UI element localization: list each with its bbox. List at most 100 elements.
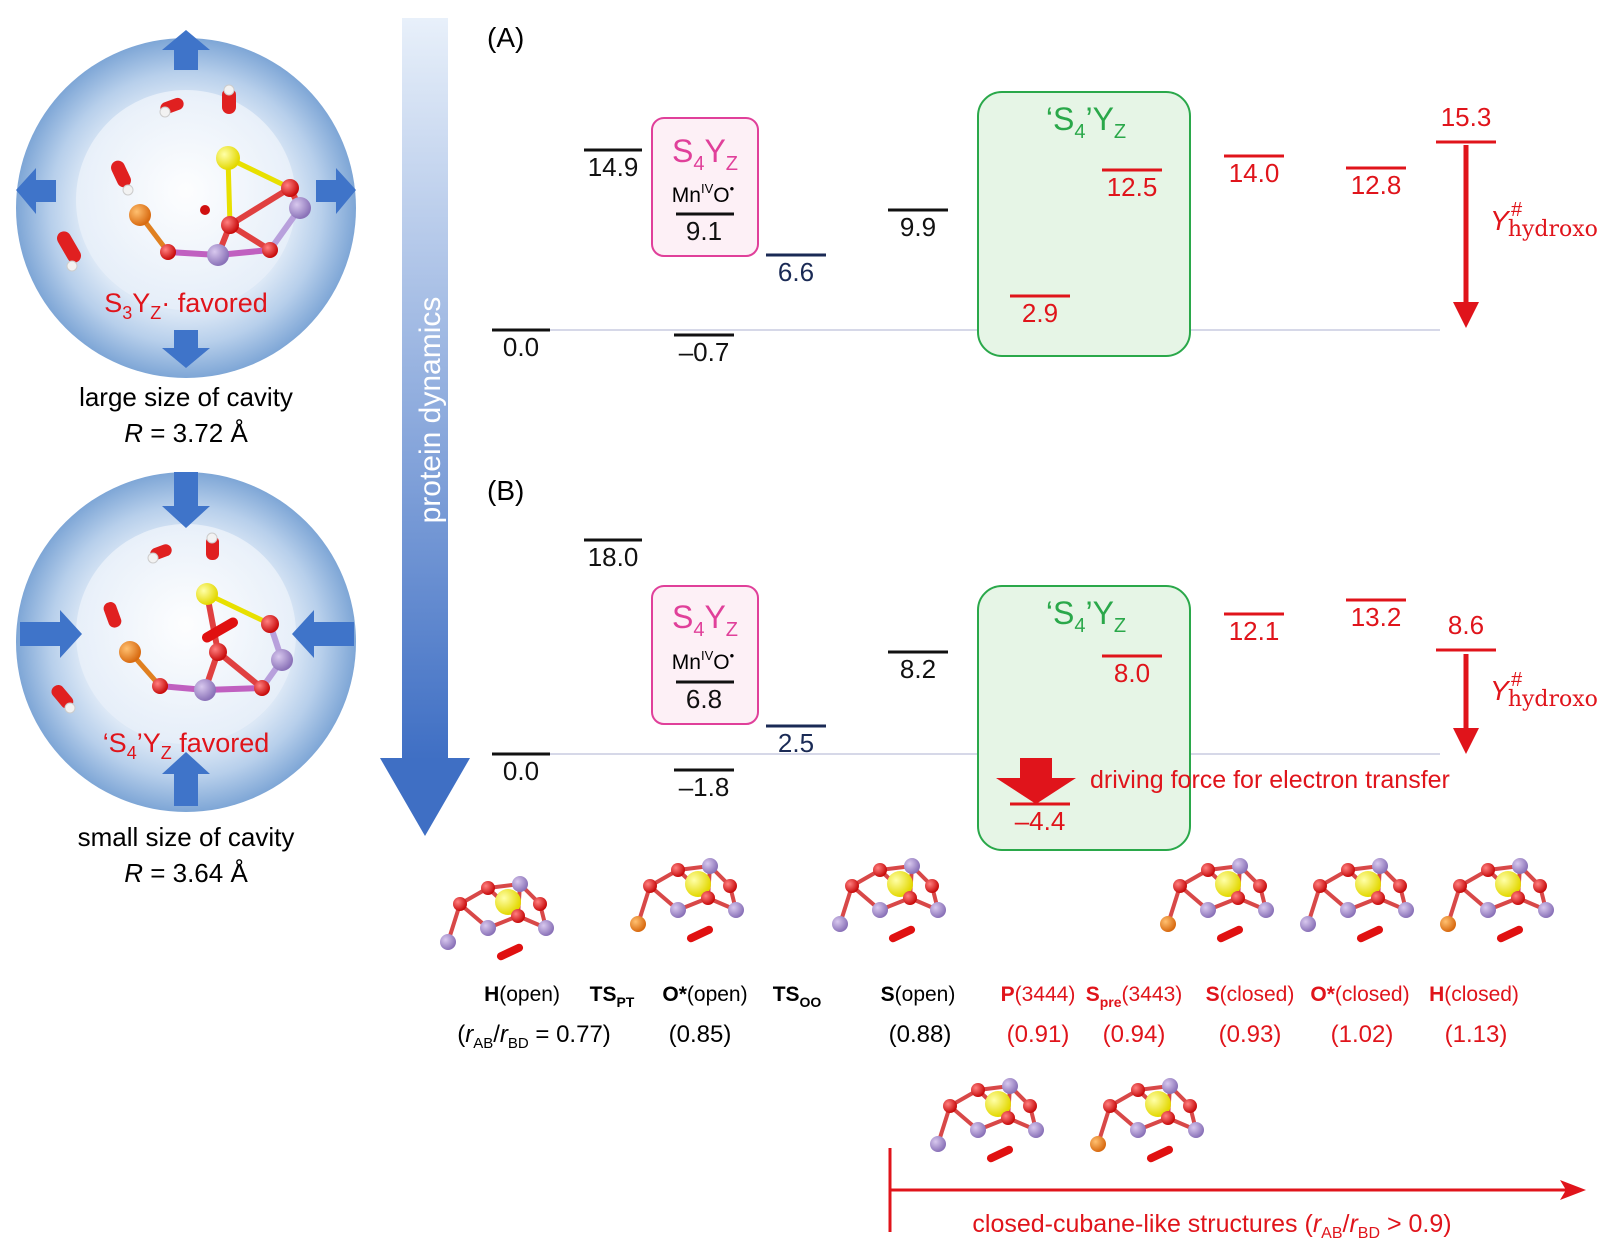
state-s-open: S(open) — [881, 983, 956, 1006]
pa-gy: ’Y — [1085, 101, 1113, 137]
label-part: ‘S — [103, 728, 127, 758]
energy-value-mniv: 6.8 — [686, 684, 722, 714]
label-part: 3 — [122, 303, 132, 323]
ratio-open-paren: ( — [457, 1021, 465, 1048]
energy-value-s_open: 8.2 — [900, 654, 936, 684]
state-p-name: P — [1001, 983, 1015, 1006]
cl-suffix: > 0.9) — [1380, 1210, 1452, 1238]
state-o-open-name: O* — [662, 983, 687, 1006]
energy-value-h_closed: 15.3 — [1441, 102, 1492, 132]
state-s-closed-name: S — [1206, 983, 1220, 1006]
cluster-molecule-large — [57, 84, 311, 272]
pa-s: S — [672, 133, 693, 169]
sulfur-atom — [495, 889, 521, 915]
state-ts-pt-name: TS — [590, 983, 617, 1006]
r-symbol: R — [124, 418, 143, 448]
state-s-pre-qual: (3443) — [1122, 983, 1183, 1006]
ratio-h-closed: (1.13) — [1445, 1021, 1508, 1048]
pa-gs: ‘S — [1046, 101, 1074, 137]
state-o-open-qual: (open) — [687, 983, 748, 1006]
pa-4: 4 — [693, 153, 704, 175]
panel-a-s4yz-label: S4YZ — [672, 133, 738, 175]
ratio-labels: (rAB/rBD = 0.77) (0.85) (0.88) (0.91) (0… — [457, 1021, 1507, 1052]
energy-value-h_closed: 8.6 — [1448, 610, 1484, 640]
label-part: 4 — [127, 743, 137, 763]
label-part: Y — [132, 288, 150, 318]
pb-y-hash: # — [1511, 669, 1523, 691]
label-part: Z — [150, 303, 161, 323]
structure-thumbnail — [1090, 1078, 1204, 1163]
panel-b-s4yz-label: S4YZ — [672, 599, 738, 641]
panel-a: (A) S4YZ MnIVO• ‘S4’YZ Y#hydroxo 0.014.9… — [487, 22, 1598, 367]
pb-o: O — [713, 651, 729, 674]
ratio-bd: BD — [508, 1035, 529, 1052]
pb-gz: Z — [1114, 615, 1126, 637]
pa-y-sub: hydroxo — [1508, 217, 1598, 242]
state-s-pre: Spre(3443) — [1086, 983, 1183, 1010]
pb-y-sub: hydroxo — [1508, 687, 1598, 712]
bottom-r-value: = 3.64 Å — [143, 858, 248, 888]
structure-thumbnail — [630, 858, 744, 943]
state-h-closed-name: H — [1429, 983, 1444, 1006]
cavity-large: S3YZ· favored — [16, 30, 356, 378]
energy-value-s4_high: 12.5 — [1107, 172, 1158, 202]
sulfur-atom — [985, 1091, 1011, 1117]
protein-dynamics-arrow: protein dynamics — [380, 18, 470, 836]
pa-gz: Z — [1114, 121, 1126, 143]
structure-thumbnail — [1440, 858, 1554, 943]
structure-thumbnail — [1300, 858, 1414, 943]
pa-z: Z — [726, 153, 738, 175]
energy-value-o_closed: 12.8 — [1351, 170, 1402, 200]
energy-value-o_open: –0.7 — [679, 337, 730, 367]
label-part: favored — [172, 728, 270, 758]
panel-b-yhydroxo-arrow: Y#hydroxo — [1453, 654, 1598, 754]
sulfur-atom — [1215, 871, 1241, 897]
ratio-slash: / — [493, 1021, 500, 1048]
state-ts-oo-sub: OO — [800, 994, 822, 1010]
driving-force-arrow: driving force for electron transfer — [996, 758, 1450, 804]
protein-dynamics-label: protein dynamics — [414, 297, 447, 524]
state-p: P(3444) — [1001, 983, 1076, 1006]
state-h-open: H(open) — [484, 983, 560, 1006]
energy-value-s_closed: 14.0 — [1229, 158, 1280, 188]
top-caption-size: large size of cavity — [79, 382, 293, 412]
pa-o: O — [713, 184, 729, 207]
sulfur-atom — [1495, 871, 1521, 897]
state-o-open: O*(open) — [662, 983, 747, 1006]
state-s-pre-sub: pre — [1100, 994, 1122, 1010]
sulfur-atom — [685, 871, 711, 897]
panel-a-s4yz-box — [651, 117, 759, 257]
pb-dot: • — [730, 648, 735, 663]
panel-a-mniv-label: MnIVO• — [672, 181, 735, 207]
energy-value-s4_high: 8.0 — [1114, 658, 1150, 688]
panel-a-y-label: Y#hydroxo — [1490, 199, 1598, 242]
energy-value-s_open: 9.9 — [900, 212, 936, 242]
energy-value-o_closed: 13.2 — [1351, 602, 1402, 632]
ratio-p: (0.91) — [1007, 1021, 1070, 1048]
panel-a-yhydroxo-arrow: Y#hydroxo — [1453, 145, 1598, 328]
label-part: · — [161, 288, 170, 318]
ratio-s-closed: (0.93) — [1219, 1021, 1282, 1048]
energy-value-ts_oo: 2.5 — [778, 728, 814, 758]
pb-s: S — [672, 599, 693, 635]
pb-4: 4 — [693, 619, 704, 641]
ratio-h-open: (rAB/rBD = 0.77) — [457, 1021, 611, 1052]
pb-z: Z — [726, 619, 738, 641]
panel-b-s4prime-label: ‘S4’YZ — [1046, 595, 1126, 637]
cl-slash: / — [1343, 1210, 1350, 1238]
energy-value-s_closed: 12.1 — [1229, 616, 1280, 646]
panel-b-y-label: Y#hydroxo — [1490, 669, 1598, 712]
state-o-closed: O*(closed) — [1310, 983, 1409, 1006]
structure-thumbnail — [1160, 858, 1274, 943]
state-s-closed-qual: (closed) — [1220, 983, 1295, 1006]
pb-gy: ’Y — [1085, 595, 1113, 631]
pb-y-sym: Y — [1490, 675, 1511, 706]
state-ts-pt-sub: PT — [616, 994, 634, 1010]
energy-value-ts_pt: 14.9 — [588, 152, 639, 182]
structure-thumbnail — [832, 858, 946, 943]
pb-g4: 4 — [1074, 615, 1085, 637]
top-sphere-label: S3YZ· favored — [104, 288, 268, 323]
panel-b: (B) S4YZ MnIVO• ‘S4’YZ driving force for… — [487, 475, 1598, 851]
